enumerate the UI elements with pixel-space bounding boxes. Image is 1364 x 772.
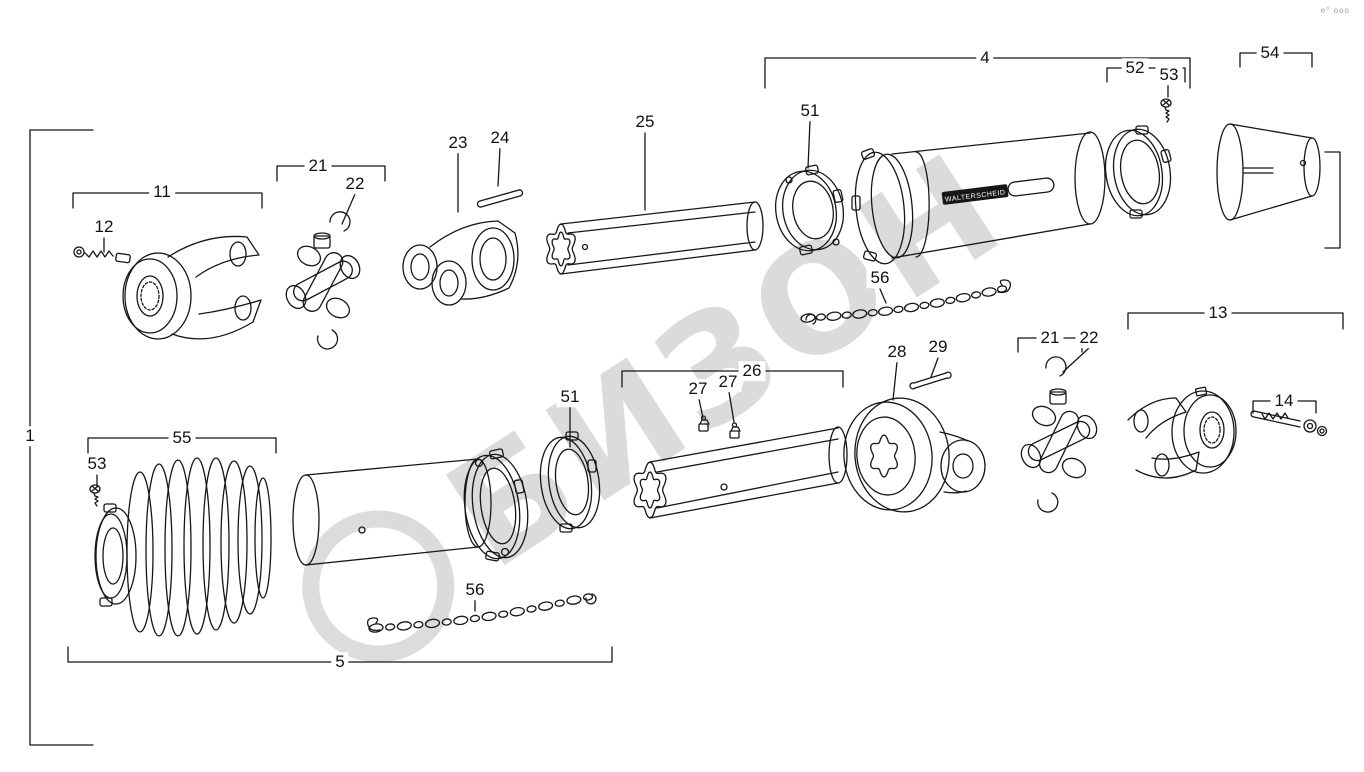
chain-link xyxy=(453,615,469,626)
profile-tube-25 xyxy=(546,201,764,275)
corner-mark: e° ooo xyxy=(1320,6,1350,15)
chain-link xyxy=(945,296,956,305)
chain-link xyxy=(893,305,904,314)
chain-link xyxy=(413,621,424,629)
chain-link xyxy=(537,601,554,611)
ujoint-cross-21-top xyxy=(285,211,361,350)
ring-52 xyxy=(1104,125,1172,219)
screw-53-bottom xyxy=(89,484,101,507)
chain-link xyxy=(841,311,852,319)
chain-link xyxy=(981,287,997,297)
grease-nipples-27 xyxy=(698,415,741,439)
cone-54 xyxy=(1216,123,1321,221)
profile-tube-26 xyxy=(633,426,848,519)
collar-51-bottom xyxy=(463,431,601,562)
chain-link xyxy=(509,606,525,617)
chain-56-bottom xyxy=(366,593,597,633)
chain-link xyxy=(996,285,1008,293)
ujoint-cross-21-bottom xyxy=(1020,356,1098,513)
chain-link xyxy=(526,605,537,613)
chain-link xyxy=(384,623,396,631)
pin-24 xyxy=(476,189,524,208)
pin-29 xyxy=(909,371,952,390)
chain-link xyxy=(481,611,497,622)
chain-link xyxy=(970,291,982,299)
chain-link xyxy=(554,599,565,607)
chain-link xyxy=(424,618,441,629)
yoke-11 xyxy=(122,235,262,340)
collar-51-top xyxy=(775,164,844,256)
chain-link xyxy=(867,309,878,317)
chain-link xyxy=(498,610,509,618)
chain-link xyxy=(469,614,481,623)
circlip-22-bottom xyxy=(1037,492,1059,513)
bolt-12 xyxy=(73,246,131,264)
chain-link xyxy=(815,313,827,321)
chain-link xyxy=(955,292,971,303)
bolt-14 xyxy=(1250,410,1328,437)
chain-link xyxy=(441,618,452,626)
guard-tube-4: WALTERSCHEID xyxy=(851,131,1106,265)
chain-link xyxy=(396,621,412,631)
chain-link xyxy=(800,313,816,323)
chain-link xyxy=(582,593,594,601)
circlip-22-top xyxy=(329,211,351,232)
guard-tube-5 xyxy=(292,458,492,566)
chain-link xyxy=(919,301,930,310)
chain-link xyxy=(929,298,945,308)
double-yoke-23 xyxy=(402,220,519,306)
screw-53-top xyxy=(1160,98,1172,123)
circlip-22-top xyxy=(1045,356,1067,377)
chain-link xyxy=(566,595,582,605)
chain-link xyxy=(826,311,842,321)
bellows-55 xyxy=(94,457,272,637)
chain-56-top xyxy=(800,279,1012,325)
callout-lines xyxy=(29,52,1344,746)
yoke-13 xyxy=(1127,386,1237,479)
chain-link xyxy=(878,306,894,316)
circlip-22-bottom xyxy=(316,329,339,350)
chain-link xyxy=(903,302,920,313)
bearing-housing-28 xyxy=(843,397,986,513)
chain-link xyxy=(852,309,868,319)
chain-link xyxy=(368,623,384,633)
brand-band xyxy=(941,184,1009,205)
